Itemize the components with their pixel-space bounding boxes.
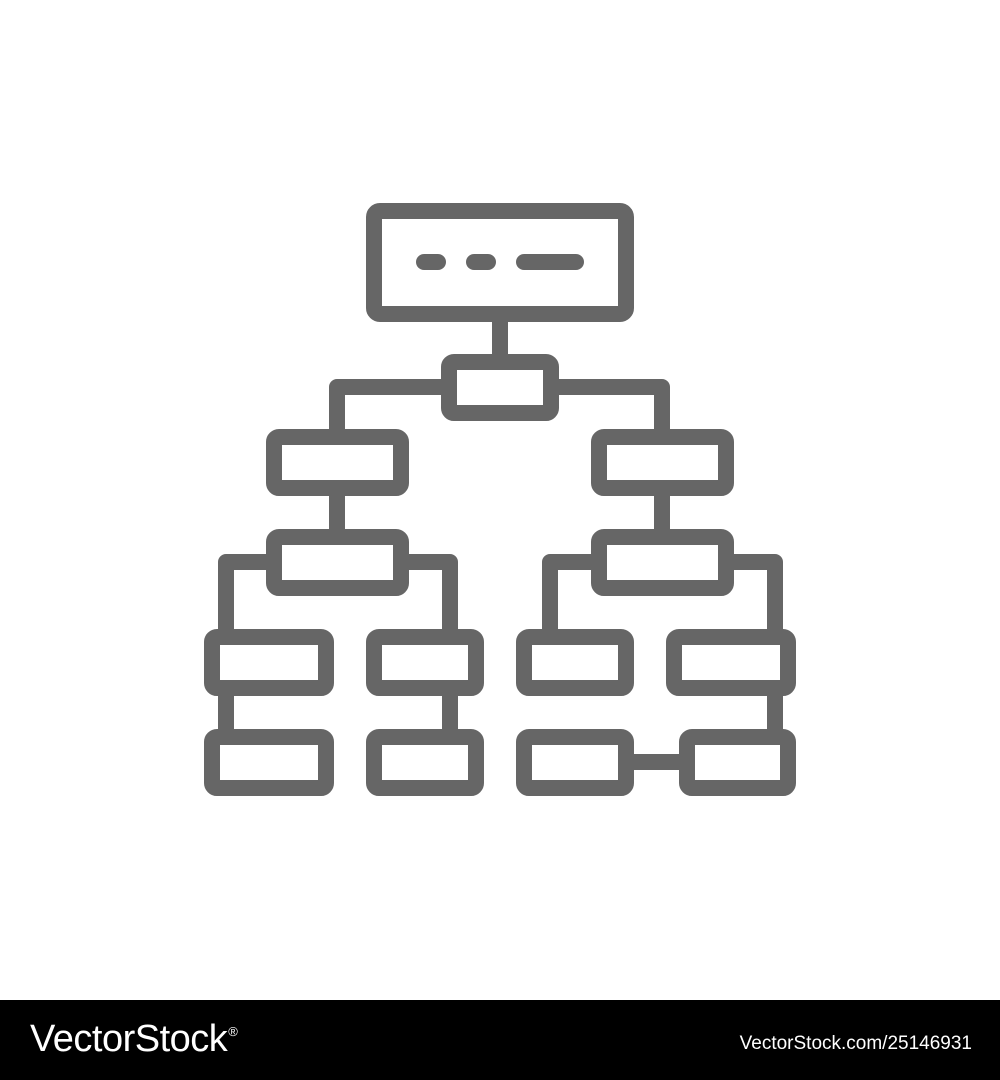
image-id: VectorStock.com/25146931: [739, 1033, 972, 1054]
level5-node-2: [366, 729, 484, 796]
brand-name: VectorStock: [30, 1018, 228, 1060]
level4-node-3: [516, 629, 634, 696]
level3-right-node: [591, 529, 734, 596]
level4-node-2: [366, 629, 484, 696]
hierarchy-flowchart-icon: [204, 203, 796, 796]
level3-left-node: [266, 529, 409, 596]
level4-node-1: [204, 629, 334, 696]
connector-right-branch-a: [542, 554, 607, 644]
vectorstock-logo: VectorStock®: [30, 1018, 238, 1061]
connector-left-branch-a: [218, 554, 282, 644]
level5-node-4: [679, 729, 796, 796]
connector-left-branch-b: [393, 554, 458, 644]
connector-lines: [218, 312, 783, 770]
level2-right-node: [591, 429, 734, 496]
root-node: [366, 203, 634, 322]
connector-hub-right: [543, 379, 670, 444]
level5-node-3: [516, 729, 634, 796]
level2-left-node: [266, 429, 409, 496]
registered-mark: ®: [228, 1024, 238, 1039]
level4-node-4: [666, 629, 796, 696]
level5-node-1: [204, 729, 334, 796]
watermark-footer: VectorStock® VectorStock.com/25146931: [0, 1000, 1000, 1080]
connector-hub-left: [329, 379, 457, 444]
connector-right-branch-b: [718, 554, 783, 644]
hub-node: [441, 354, 559, 421]
